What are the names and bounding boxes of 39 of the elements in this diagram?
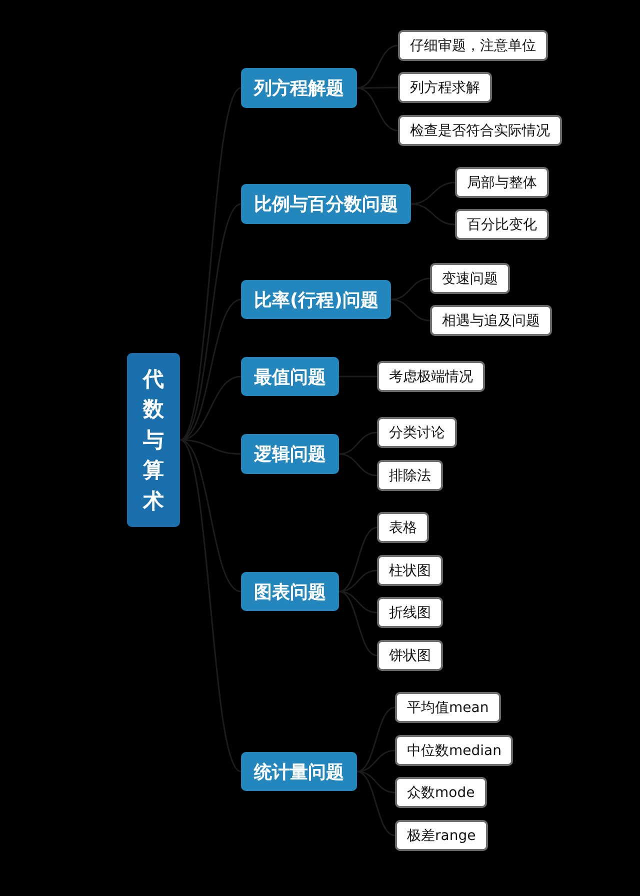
topic-box: 最值问题 xyxy=(241,357,339,396)
topic-box: 逻辑问题 xyxy=(241,434,339,474)
topic-box: 图表问题 xyxy=(241,572,339,611)
topic-box: 比例与百分数问题 xyxy=(241,184,411,224)
subtopic-box: 众数mode xyxy=(395,777,487,808)
subtopic-box: 局部与整体 xyxy=(455,167,549,198)
connector-line xyxy=(179,439,242,772)
connector-line xyxy=(410,203,456,226)
subtopic-box: 相遇与追及问题 xyxy=(430,305,552,336)
connector-line xyxy=(338,590,378,656)
connector-line xyxy=(390,298,430,322)
subtopic-box: 变速问题 xyxy=(430,263,510,294)
subtopic-box: 折线图 xyxy=(377,597,443,628)
topic-box: 比率(行程)问题 xyxy=(241,280,392,319)
connector-line xyxy=(338,453,378,476)
subtopic-box: 排除法 xyxy=(377,460,443,491)
connector-line xyxy=(356,770,396,836)
subtopic-box: 列方程求解 xyxy=(398,72,492,103)
subtopic-box: 平均值mean xyxy=(395,692,501,723)
subtopic-box: 分类讨论 xyxy=(377,417,457,448)
connector-line xyxy=(338,526,378,592)
root-topic-box: 代数与算术 xyxy=(127,353,180,527)
connector-line xyxy=(356,706,396,772)
connector-line xyxy=(179,87,242,441)
connector-line xyxy=(356,87,398,132)
subtopic-box: 检查是否符合实际情况 xyxy=(398,115,562,146)
subtopic-box: 考虑极端情况 xyxy=(377,361,485,392)
subtopic-box: 百分比变化 xyxy=(455,209,549,240)
connector-line xyxy=(338,432,378,455)
subtopic-box: 柱状图 xyxy=(377,555,443,586)
topic-box: 列方程解题 xyxy=(241,68,357,108)
topic-box: 统计量问题 xyxy=(241,752,357,791)
subtopic-box: 仔细审题，注意单位 xyxy=(398,30,548,61)
subtopic-box: 饼状图 xyxy=(377,640,443,671)
connector-line xyxy=(390,278,430,300)
subtopic-box: 中位数median xyxy=(395,735,514,766)
subtopic-box: 极差range xyxy=(395,820,488,851)
subtopic-box: 表格 xyxy=(377,512,429,543)
connector-line xyxy=(410,182,456,205)
